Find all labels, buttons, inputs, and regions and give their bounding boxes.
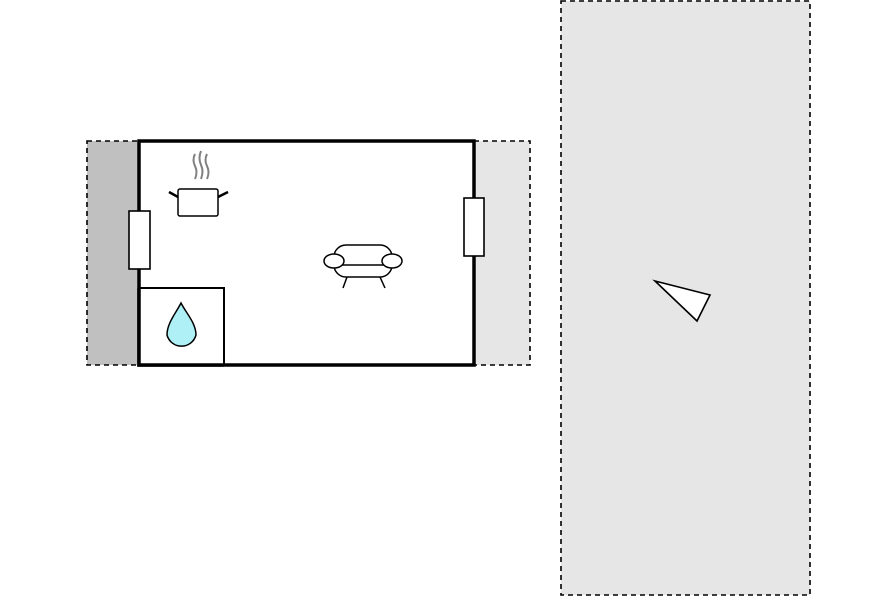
water-drop-icon [166, 301, 197, 347]
bathroom-outer-wall [137, 288, 224, 367]
cooking-pot-icon [168, 150, 229, 217]
north-arrow-icon [652, 279, 712, 323]
sofa-icon [323, 244, 403, 289]
left-window [128, 210, 151, 270]
right-window [463, 197, 485, 257]
